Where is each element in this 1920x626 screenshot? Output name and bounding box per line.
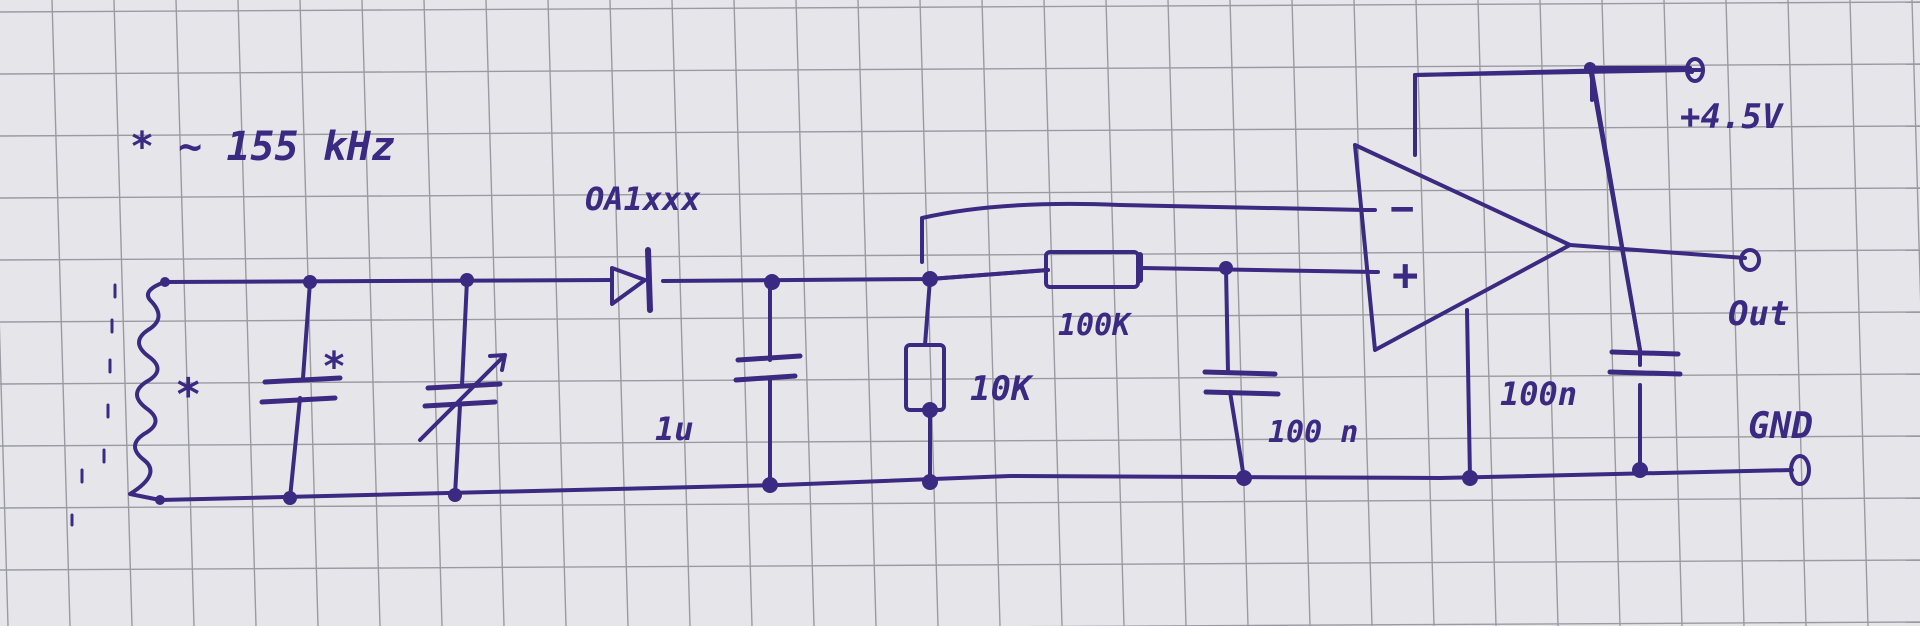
grid-line-vertical bbox=[1415, 0, 1435, 626]
grid-line-vertical bbox=[857, 0, 877, 626]
grid-line-vertical bbox=[1167, 0, 1187, 626]
out-label: Out bbox=[1728, 294, 1789, 334]
cap-100n-filter-label: 100 n bbox=[1268, 415, 1358, 450]
grid-line-vertical bbox=[1477, 0, 1497, 626]
inductor-coil bbox=[70, 280, 167, 527]
tank-fixed-wire bbox=[288, 280, 312, 500]
res-10k-label: 10K bbox=[970, 369, 1034, 409]
supply-label: +4.5V bbox=[1680, 97, 1784, 137]
res-100k-label: 100K bbox=[1058, 308, 1133, 343]
resistor-100k bbox=[928, 250, 1143, 289]
junction-dots bbox=[155, 62, 1648, 505]
out-terminal[interactable] bbox=[1739, 248, 1761, 272]
capacitor-100n-filter bbox=[1202, 369, 1281, 397]
grid-line-vertical bbox=[1229, 0, 1249, 626]
cap-100n-a-wire bbox=[1224, 266, 1246, 480]
grid-line-vertical bbox=[671, 0, 691, 626]
capacitor-1u bbox=[733, 353, 803, 383]
grid-line-horizontal bbox=[0, 311, 1920, 323]
grid-line-vertical bbox=[237, 0, 257, 626]
diode-label: OA1xxx bbox=[585, 180, 701, 218]
opamp-plus-label: + bbox=[1392, 250, 1419, 301]
grid-line-vertical bbox=[1105, 0, 1125, 626]
grid-line-horizontal bbox=[0, 1, 1920, 13]
grid-line-horizontal bbox=[0, 373, 1920, 385]
tank-var-wire bbox=[453, 278, 469, 497]
gnd-terminal[interactable] bbox=[1789, 454, 1811, 486]
output-wire bbox=[1568, 243, 1747, 260]
cap-1u-label: 1u bbox=[655, 410, 694, 448]
grid-line-horizontal bbox=[0, 63, 1920, 75]
cap-star: * bbox=[322, 344, 346, 390]
grid-line-vertical bbox=[547, 0, 567, 626]
wires bbox=[158, 66, 1794, 502]
grid-line-horizontal bbox=[0, 249, 1920, 261]
res-10k-wire bbox=[923, 277, 932, 484]
grid-line-vertical bbox=[175, 0, 195, 626]
grid-line-horizontal bbox=[1017, 621, 1920, 626]
variable-capacitor bbox=[418, 353, 507, 442]
grid-line-vertical bbox=[981, 0, 1001, 626]
diode-oa1xxx bbox=[610, 247, 653, 313]
supply-wire bbox=[1413, 66, 1702, 157]
resistor-10k bbox=[904, 343, 946, 412]
grid-line-vertical bbox=[51, 0, 71, 626]
coil-star: * bbox=[175, 370, 202, 421]
tank-capacitor bbox=[259, 375, 343, 405]
grid-line-vertical bbox=[1353, 0, 1373, 626]
capacitor-100n-decoupling bbox=[1607, 349, 1683, 377]
grid-line-horizontal bbox=[0, 559, 1920, 571]
grid-line-horizontal bbox=[0, 187, 1920, 199]
supply-terminal[interactable] bbox=[1685, 57, 1705, 83]
vcc-to-opamp bbox=[1413, 66, 1692, 77]
bottom-wire bbox=[158, 468, 1794, 502]
opamp-minus-label: − bbox=[1390, 186, 1414, 232]
grid-line-vertical bbox=[795, 0, 815, 626]
grid-line-vertical bbox=[113, 0, 133, 626]
grid-line-vertical bbox=[1539, 0, 1559, 626]
grid-line-vertical bbox=[1043, 0, 1063, 626]
terminals bbox=[1685, 57, 1811, 486]
grid-line-vertical bbox=[423, 0, 443, 626]
gnd-label: GND bbox=[1748, 406, 1813, 447]
grid-line-vertical bbox=[361, 0, 381, 626]
feedback-wire bbox=[920, 201, 1367, 264]
grid-line-vertical bbox=[609, 0, 629, 626]
grid-line-vertical bbox=[1291, 0, 1311, 626]
grid-line-vertical bbox=[0, 323, 9, 626]
grid-line-horizontal bbox=[0, 497, 1920, 509]
opamp-ground-wire bbox=[1465, 308, 1472, 480]
cap-100n-opamp-wire bbox=[1588, 66, 1642, 472]
grid-line-vertical bbox=[733, 0, 753, 626]
grid-line-vertical bbox=[1911, 0, 1920, 303]
cap-100n-decoupling-label: 100n bbox=[1500, 375, 1577, 413]
grid-line-vertical bbox=[485, 0, 505, 626]
op-amp bbox=[1353, 143, 1572, 352]
frequency-note: * ~ 155 kHz bbox=[130, 124, 395, 170]
grid-line-horizontal bbox=[0, 435, 1920, 447]
